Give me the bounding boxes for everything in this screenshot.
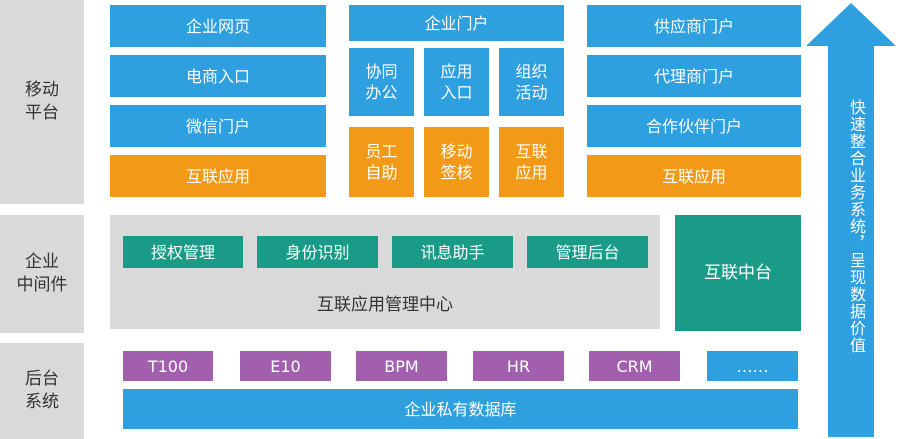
mobile-right-item-1: 供应商门户 [587,5,801,47]
row-label-mobile-platform: 移动 平台 [0,0,84,204]
mobile-left-item-3: 微信门户 [110,105,326,147]
backend-system-5: CRM [589,351,680,381]
middleware-module-1: 授权管理 [123,236,243,268]
mobile-right-item-3: 合作伙伴门户 [587,105,801,147]
row-label-enterprise-middleware: 企业 中间件 [0,215,84,333]
middleware-module-4: 管理后台 [527,236,648,268]
backend-system-3: BPM [356,351,447,381]
middleware-module-2: 身份识别 [257,236,378,268]
portal-orange-item-3: 互联 应用 [499,127,564,197]
enterprise-private-database: 企业私有数据库 [123,389,798,429]
mobile-left-item-4: 互联应用 [110,155,326,197]
portal-blue-item-3: 组织 活动 [499,48,564,116]
arrow-caption: 快速整合业务系统，呈现数据价值 [847,98,866,354]
portal-blue-item-2: 应用 入口 [424,48,489,116]
mobile-right-item-4: 互联应用 [587,155,801,197]
backend-system-2: E10 [240,351,331,381]
portal-orange-item-1: 员工 自助 [349,127,414,197]
portal-title: 企业门户 [349,5,564,41]
mobile-left-item-1: 企业网页 [110,5,326,47]
mobile-left-item-2: 电商入口 [110,55,326,97]
middleware-module-3: 讯息助手 [392,236,513,268]
portal-orange-item-2: 移动 签核 [424,127,489,197]
row-label-backend-systems: 后台 系统 [0,343,84,439]
backend-system-1: T100 [123,351,213,381]
backend-system-4: HR [473,351,564,381]
interconnect-hub: 互联中台 [675,215,801,331]
portal-blue-item-1: 协同 办公 [349,48,414,116]
up-arrow-icon [806,3,896,437]
backend-system-more: …… [707,351,798,381]
app-management-center-panel [110,215,660,329]
app-management-center-title: 互联应用管理中心 [317,295,453,315]
mobile-right-item-2: 代理商门户 [587,55,801,97]
